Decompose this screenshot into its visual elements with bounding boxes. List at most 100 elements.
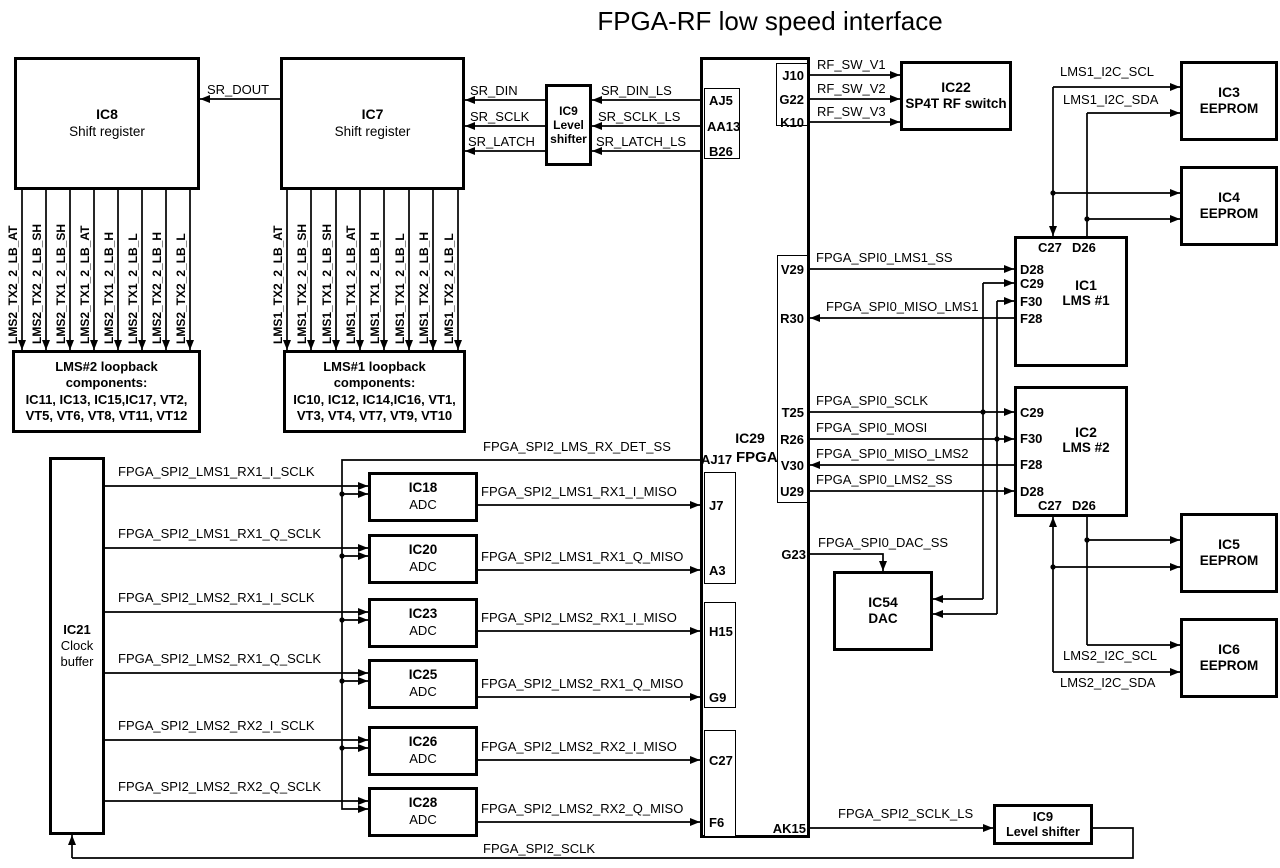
- block-id: IC26: [408, 734, 438, 750]
- fpga-pin-r26: R26: [780, 432, 804, 447]
- fpga-pin-ak15: AK15: [772, 821, 806, 836]
- signal-spi0-lms2-ss: FPGA_SPI0_LMS2_SS: [816, 472, 953, 487]
- signal-spi0-miso-lms2: FPGA_SPI0_MISO_LMS2: [816, 446, 969, 461]
- loopback-line: LMS#2 loopback: [55, 358, 158, 374]
- loopback-line: components:: [333, 375, 416, 390]
- ic1-pin-d28: D28: [1020, 262, 1044, 277]
- fpga-block-id: IC29: [735, 430, 765, 446]
- block-name: EEPROM: [1199, 553, 1259, 569]
- fpga-pinbox-rf: [776, 63, 808, 126]
- signal-sr-latch-ls: SR_LATCH_LS: [596, 134, 687, 149]
- block-id: IC28: [408, 795, 438, 811]
- ic1-pin-c27: C27: [1038, 240, 1062, 255]
- block-ic21-clock-buffer: IC21 Clock buffer: [49, 457, 105, 835]
- signal-spi2-sclk-3: FPGA_SPI2_LMS2_RX1_I_SCLK: [118, 590, 315, 605]
- i2c-wires: [1049, 83, 1180, 676]
- signal-sr-dout: SR_DOUT: [207, 82, 270, 97]
- block-ic54-dac: IC54 DAC: [833, 571, 933, 651]
- signal-spi2-miso-2: FPGA_SPI2_LMS1_RX1_Q_MISO: [481, 549, 684, 564]
- block-id: IC7: [361, 106, 384, 123]
- block-id: IC3: [1218, 83, 1240, 100]
- block-id: IC9: [1032, 808, 1054, 824]
- ic2-title: IC2 LMS #2: [1048, 424, 1124, 455]
- fpga-pin-r30: R30: [780, 311, 804, 326]
- signal-lms2-lb-5: LMS2_TX1_2_LB_H: [102, 231, 116, 344]
- rf-switch-wires: [810, 71, 900, 126]
- fpga-pin-a3: A3: [709, 563, 726, 578]
- signal-lms2-lb-1: LMS2_TX2_2_LB_AT: [6, 225, 20, 344]
- fpga-pin-v29: V29: [780, 262, 804, 277]
- loopback-line: components:: [65, 375, 148, 390]
- ic2-pin-f30: F30: [1020, 431, 1043, 446]
- signal-lms1-lb-8: LMS1_TX2_2_LB_L: [442, 233, 456, 344]
- block-name: ADC: [409, 751, 437, 767]
- block-ic23-adc: IC23 ADC: [368, 598, 478, 648]
- page-title: FPGA-RF low speed interface: [597, 6, 943, 36]
- block-ic18-adc: IC18 ADC: [368, 472, 478, 522]
- signal-lms2-i2c-scl: LMS2_I2C_SCL: [1063, 648, 1157, 663]
- signal-rf-sw-v3: RF_SW_V3: [817, 104, 886, 119]
- signal-spi2-sclk-ls: FPGA_SPI2_SCLK_LS: [838, 806, 974, 821]
- signal-lms2-lb-4: LMS2_TX1_2_LB_AT: [78, 225, 92, 344]
- block-name: EEPROM: [1199, 658, 1259, 674]
- spi0-wires: [810, 265, 1014, 618]
- block-id: IC20: [408, 542, 438, 558]
- loopback-line: IC11, IC13, IC15,IC17, VT2,: [25, 391, 188, 407]
- block-name: EEPROM: [1199, 101, 1259, 117]
- fpga-pin-k10: K10: [780, 115, 804, 130]
- block-ic6-eeprom: IC6 EEPROM: [1180, 618, 1278, 698]
- block-id: IC5: [1218, 535, 1240, 552]
- block-name: ADC: [409, 559, 437, 575]
- block-ic3-eeprom: IC3 EEPROM: [1180, 61, 1278, 141]
- block-name: Shift register: [334, 123, 411, 139]
- signal-lms1-lb-6: LMS1_TX1_2_LB_L: [393, 233, 407, 344]
- block-name: Shift register: [69, 123, 145, 139]
- signal-spi2-sclk-1: FPGA_SPI2_LMS1_RX1_I_SCLK: [118, 464, 315, 479]
- signal-spi2-miso-5: FPGA_SPI2_LMS2_RX2_I_MISO: [481, 739, 677, 754]
- ic1-pin-c29: C29: [1020, 276, 1044, 291]
- block-id: IC2: [1075, 424, 1097, 440]
- signal-lms2-lb-7: LMS2_TX2_2_LB_H: [150, 231, 164, 344]
- block-ic26-adc: IC26 ADC: [368, 726, 478, 776]
- fpga-pinbox-spi0: [777, 255, 808, 503]
- signal-sr-din: SR_DIN: [470, 83, 518, 98]
- block-id: IC22: [941, 78, 971, 95]
- signal-lms1-lb-3: LMS1_TX1_2_LB_SH: [320, 223, 334, 344]
- block-name: Level shifter: [1006, 824, 1080, 839]
- spi2-adc-wires: [105, 459, 700, 826]
- block-name-line2: shifter: [550, 132, 587, 146]
- block-lms1-loopback: LMS#1 loopback components: IC10, IC12, I…: [283, 350, 466, 433]
- block-name: ADC: [409, 497, 437, 513]
- loopback-line: VT3, VT4, VT7, VT9, VT10: [296, 408, 453, 423]
- loopback-wires: [18, 190, 462, 350]
- signal-sr-sclk: SR_SCLK: [470, 109, 530, 124]
- fpga-pinbox-sr: [704, 88, 740, 159]
- block-ic4-eeprom: IC4 EEPROM: [1180, 166, 1278, 246]
- block-id: IC21: [63, 621, 91, 637]
- block-ic9-level-shifter-bottom: IC9 Level shifter: [993, 804, 1093, 845]
- signal-lms2-lb-6: LMS2_TX1_2_LB_L: [126, 233, 140, 344]
- block-name-line1: Level: [553, 118, 584, 132]
- fpga-block-name: FPGA: [736, 449, 778, 466]
- ic2-pin-c27: C27: [1038, 498, 1062, 513]
- signal-lms1-lb-7: LMS1_TX2_2_LB_H: [417, 231, 431, 344]
- signal-spi2-sclk-5: FPGA_SPI2_LMS2_RX2_I_SCLK: [118, 718, 315, 733]
- signal-spi0-dac-ss: FPGA_SPI0_DAC_SS: [818, 535, 949, 550]
- block-id: IC4: [1218, 188, 1240, 205]
- fpga-pin-h15: H15: [709, 624, 733, 639]
- signal-spi2-det-ss: FPGA_SPI2_LMS_RX_DET_SS: [483, 439, 671, 454]
- fpga-pin-aj5: AJ5: [709, 93, 733, 108]
- ic1-pin-f28: F28: [1020, 311, 1043, 326]
- block-name: SP4T RF switch: [905, 96, 1007, 112]
- block-name: EEPROM: [1199, 206, 1259, 222]
- block-ic5-eeprom: IC5 EEPROM: [1180, 513, 1278, 593]
- signal-spi2-sclk-2: FPGA_SPI2_LMS1_RX1_Q_SCLK: [118, 526, 322, 541]
- signal-spi0-lms1-ss: FPGA_SPI0_LMS1_SS: [816, 250, 953, 265]
- block-id: IC54: [868, 593, 898, 610]
- ic2-pin-d26: D26: [1072, 498, 1096, 513]
- signal-spi2-miso-3: FPGA_SPI2_LMS2_RX1_I_MISO: [481, 610, 677, 625]
- signal-sr-latch: SR_LATCH: [468, 134, 535, 149]
- fpga-pinbox-miso-3: [704, 730, 736, 837]
